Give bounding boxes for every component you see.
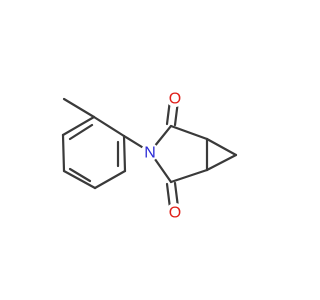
n-atom-background xyxy=(141,143,159,161)
bond-c5-c6 xyxy=(205,153,238,172)
o-bottom-atom-background xyxy=(166,203,184,221)
bond-methyl xyxy=(62,97,96,119)
bond-ring-inner-3 xyxy=(68,123,94,141)
bond-ring-inner-2 xyxy=(68,167,92,183)
oxygen-bottom-atom-label: O xyxy=(169,205,181,222)
bond-c4-c5 xyxy=(169,168,209,184)
atom-labels: N O O xyxy=(141,89,184,222)
o-top-atom-background xyxy=(166,89,184,107)
bond-ring-4 xyxy=(62,169,97,190)
nitrogen-atom-label: N xyxy=(144,145,156,162)
bond-ring-6 xyxy=(61,115,96,137)
bond-ring-3 xyxy=(93,169,127,190)
bond-ring-2 xyxy=(122,134,127,173)
bond-c1-c6 xyxy=(205,137,238,157)
bond-c2-c1 xyxy=(169,124,209,141)
bond-c4-o-a xyxy=(165,182,172,210)
molecule-structure: N O O xyxy=(61,89,238,222)
bond-ring-5 xyxy=(61,133,66,173)
bond-ring-1 xyxy=(92,115,126,138)
oxygen-top-atom-label: O xyxy=(169,91,181,108)
bond-c4-o-b xyxy=(173,181,180,209)
